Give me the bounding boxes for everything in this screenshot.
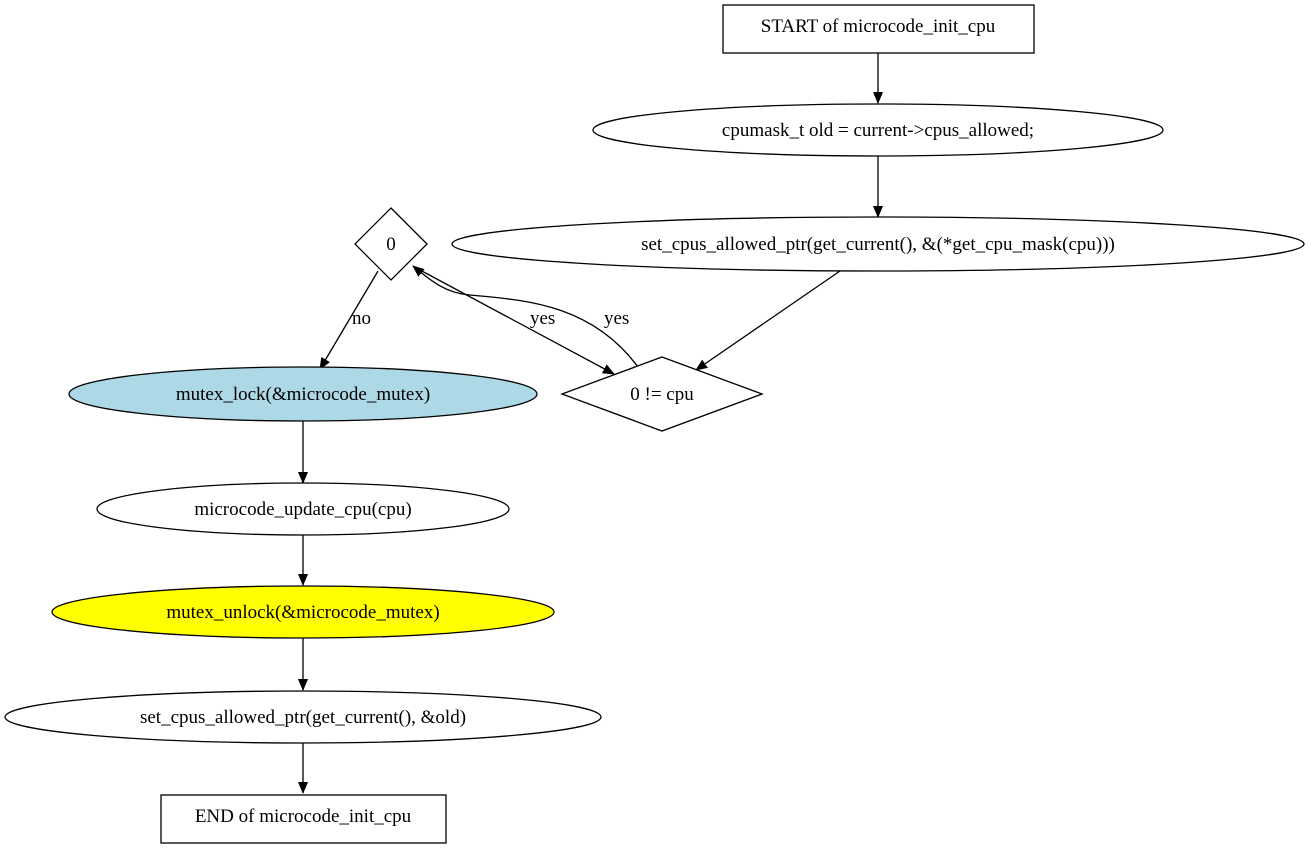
update-cpu-ellipse — [96, 482, 510, 536]
node-mutex-unlock: mutex_unlock(&microcode_mutex) — [51, 585, 555, 639]
mutex-lock-label: mutex_lock(&microcode_mutex) — [176, 384, 430, 405]
update-cpu-label: microcode_update_cpu(cpu) — [194, 499, 411, 520]
node-set-allowed-cpu: set_cpus_allowed_ptr(get_current(), &(*g… — [451, 216, 1305, 272]
node-start: START of microcode_init_cpu — [722, 4, 1035, 54]
node-end: END of microcode_init_cpu — [160, 794, 447, 844]
set-allowed-cpu-ellipse — [451, 216, 1305, 272]
edge-set-allowed-to-cond — [695, 270, 841, 371]
edge-label-yes-right: yes — [604, 308, 629, 329]
end-label: END of microcode_init_cpu — [195, 806, 412, 827]
mutex-unlock-ellipse — [51, 585, 555, 639]
set-allowed-old-label: set_cpus_allowed_ptr(get_current(), &old… — [140, 707, 466, 728]
cond-cpu-label: 0 != cpu — [630, 384, 694, 405]
node-cpumask: cpumask_t old = current->cpus_allowed; — [592, 103, 1164, 157]
start-box — [722, 4, 1035, 54]
cpumask-ellipse — [592, 103, 1164, 157]
node-cond-cpu: 0 != cpu — [560, 356, 764, 432]
cond-zero-diamond — [354, 207, 428, 281]
mutex-lock-ellipse — [68, 366, 538, 422]
cond-cpu-diamond — [560, 356, 764, 432]
node-mutex-lock: mutex_lock(&microcode_mutex) — [68, 366, 538, 422]
edges — [298, 53, 883, 794]
end-box — [160, 794, 447, 844]
node-cond-zero: 0 — [354, 207, 428, 281]
cpumask-label: cpumask_t old = current->cpus_allowed; — [722, 120, 1034, 141]
node-set-allowed-old: set_cpus_allowed_ptr(get_current(), &old… — [4, 690, 602, 744]
node-update-cpu: microcode_update_cpu(cpu) — [96, 482, 510, 536]
edge-cond-yes-to-zero — [412, 265, 639, 368]
edge-zero-no-to-lock — [319, 270, 379, 370]
set-allowed-old-ellipse — [4, 690, 602, 744]
cond-zero-label: 0 — [386, 234, 396, 255]
mutex-unlock-label: mutex_unlock(&microcode_mutex) — [166, 602, 439, 623]
edge-label-yes-left: yes — [530, 308, 555, 329]
set-allowed-cpu-label: set_cpus_allowed_ptr(get_current(), &(*g… — [641, 234, 1115, 255]
start-label: START of microcode_init_cpu — [761, 16, 996, 37]
edge-label-no: no — [352, 308, 371, 329]
edge-zero-yes-to-cond — [419, 269, 615, 375]
